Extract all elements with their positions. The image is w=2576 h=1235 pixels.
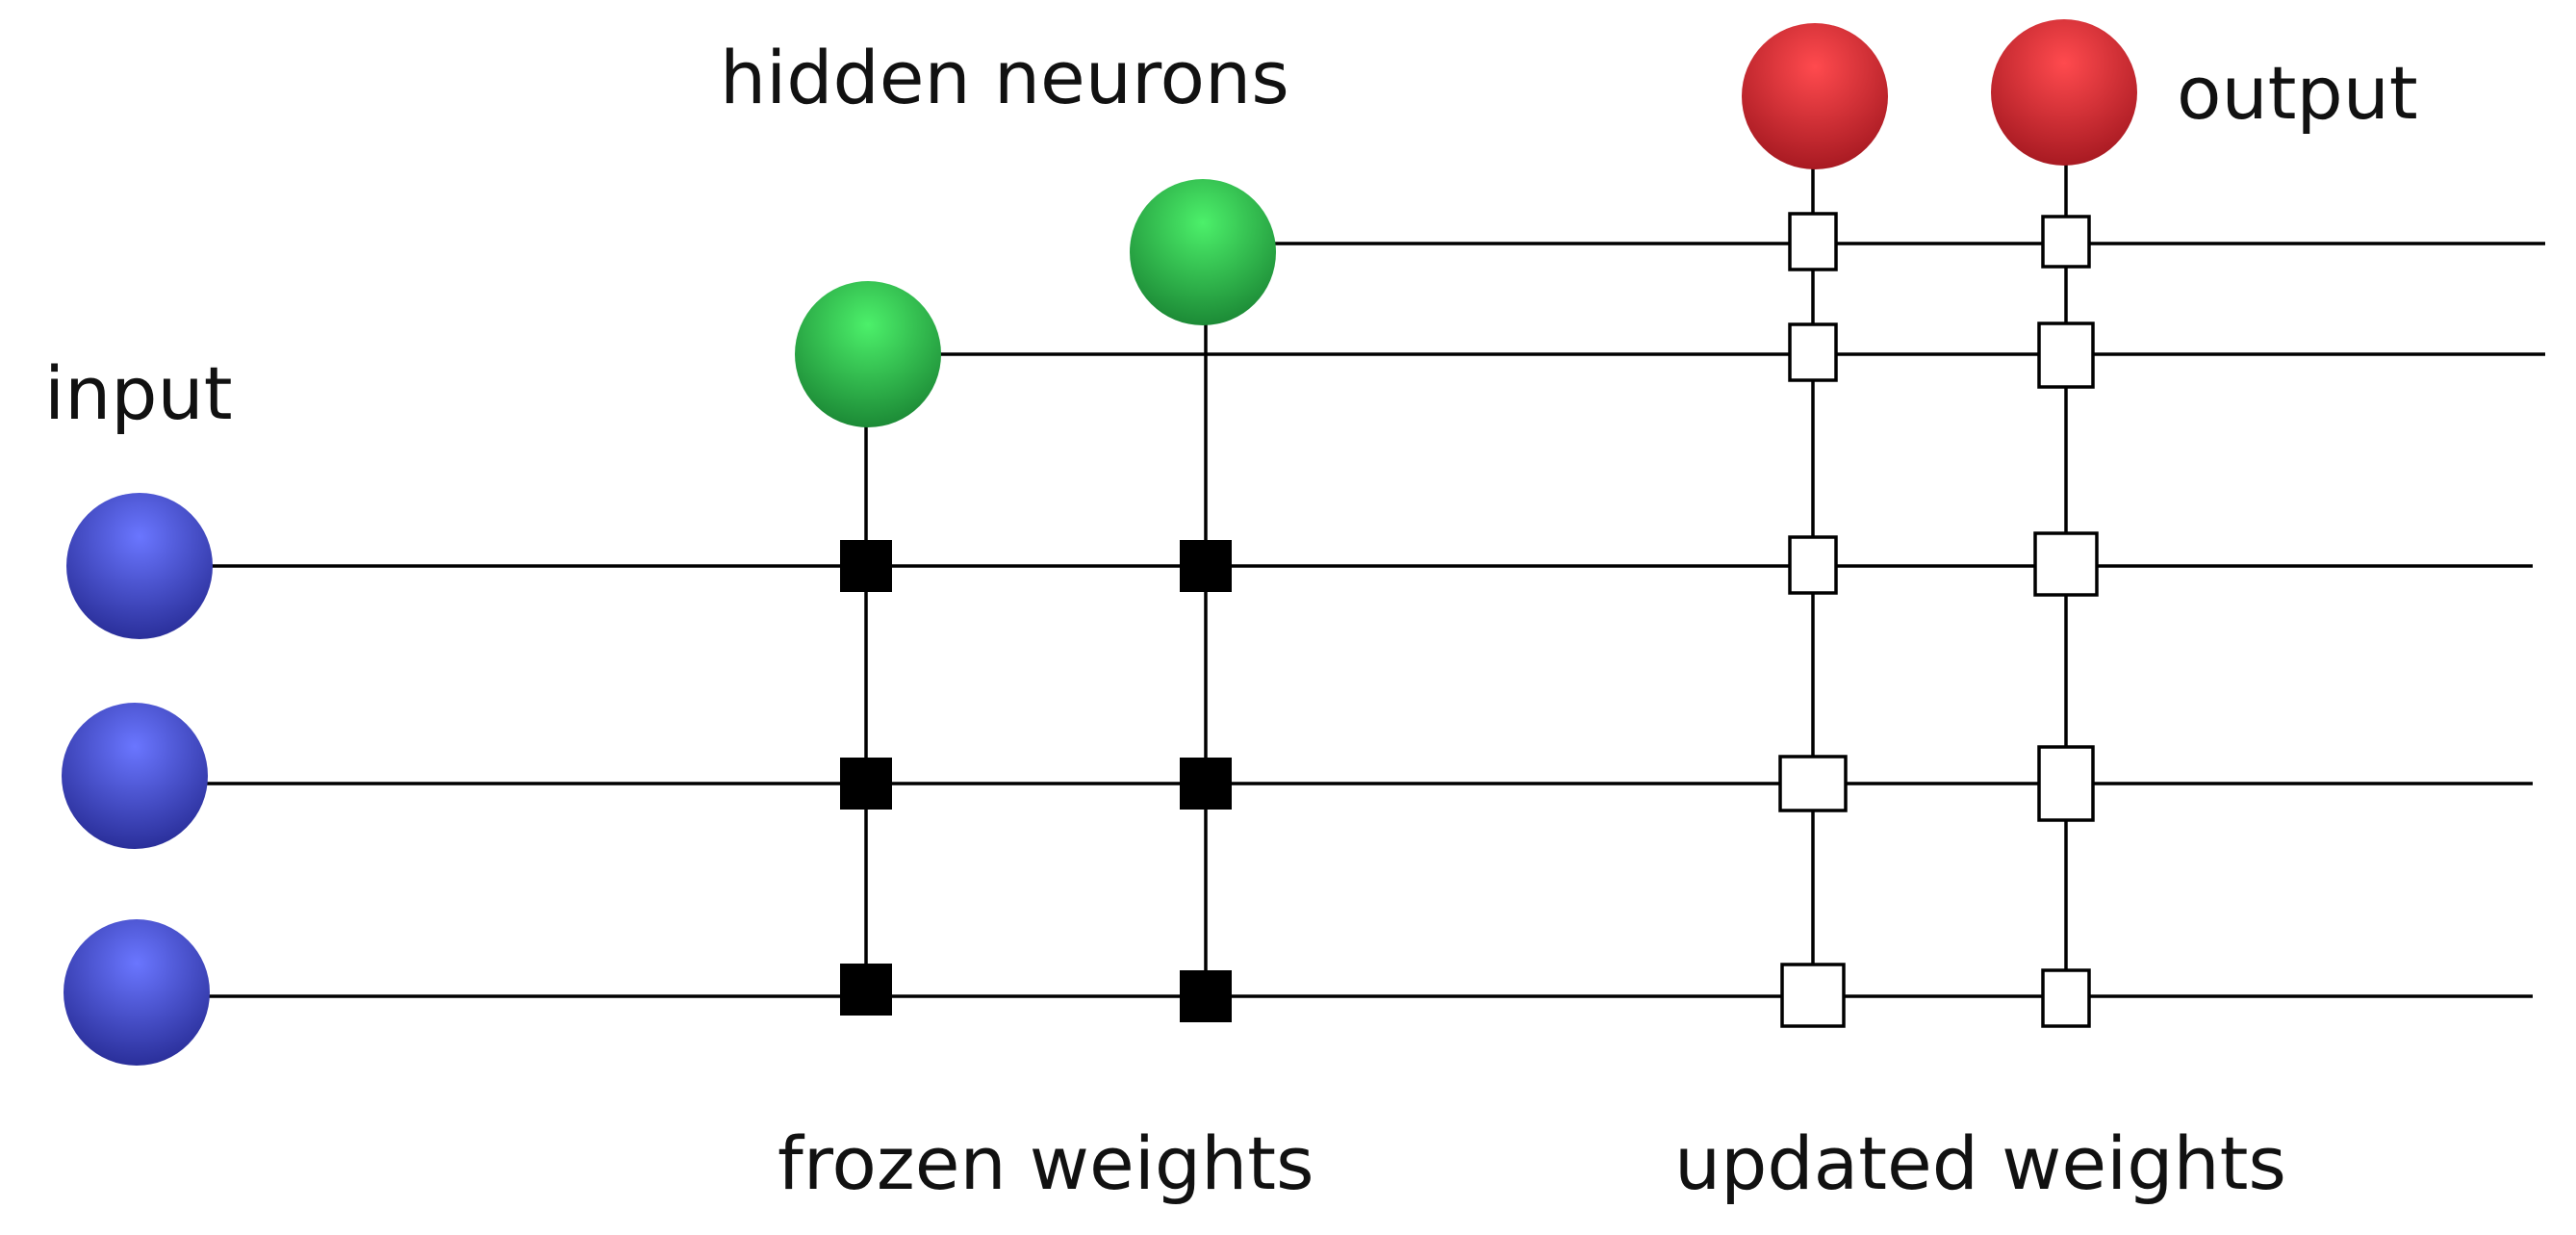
updated-weight-icon <box>1788 535 1838 595</box>
frozen-weight-icon <box>840 758 892 810</box>
updated-weight-icon <box>2041 215 2091 269</box>
updated-weights-label: updated weights <box>1674 1120 2286 1206</box>
hidden-neuron-2 <box>1130 179 1276 325</box>
frozen-weight-icon <box>840 964 892 1016</box>
frozen-weights-label: frozen weights <box>778 1120 1314 1206</box>
frozen-weight-icon <box>1180 758 1232 810</box>
input-label: input <box>44 350 233 436</box>
frozen-weight-icon <box>1180 970 1232 1022</box>
input-neuron-2 <box>62 703 208 849</box>
updated-weight-icon <box>1780 963 1846 1028</box>
output-neuron-1 <box>1742 23 1888 169</box>
updated-weight-icon <box>1788 322 1838 382</box>
frozen-weight-icon <box>1180 540 1232 592</box>
output-neuron-2 <box>1991 19 2137 166</box>
output-label: output <box>2177 50 2418 136</box>
updated-weight-icon <box>2037 322 2095 389</box>
input-neuron-3 <box>64 919 210 1066</box>
updated-weight-icon <box>2033 531 2099 597</box>
hidden-neurons-label: hidden neurons <box>720 35 1289 120</box>
updated-weight-icon <box>1778 755 1848 812</box>
hidden-neuron-1 <box>795 281 941 427</box>
input-neuron-1 <box>66 493 213 639</box>
updated-weight-icon <box>2041 968 2091 1028</box>
updated-weight-icon <box>2037 745 2095 822</box>
frozen-weight-icon <box>840 540 892 592</box>
updated-weight-icon <box>1788 212 1838 271</box>
